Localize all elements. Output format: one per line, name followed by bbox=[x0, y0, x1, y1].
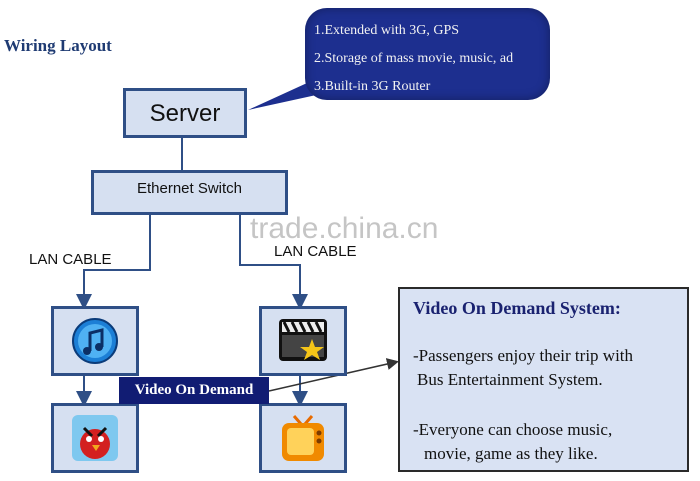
server-label: Server bbox=[149, 100, 221, 127]
left-cable-line bbox=[76, 215, 151, 310]
movie-device-node bbox=[259, 306, 347, 376]
page-title: Wiring Layout bbox=[4, 36, 112, 55]
lan-cable-label-left: LAN CABLE bbox=[29, 251, 112, 268]
feature-bubble: 1.Extended with 3G, GPS 2.Storage of mas… bbox=[305, 8, 550, 100]
ethernet-switch-node: Ethernet Switch bbox=[91, 170, 288, 215]
right-cable-line bbox=[239, 215, 308, 310]
video-on-demand-label: Video On Demand bbox=[119, 377, 269, 404]
info-line-3: -Everyone can choose music, bbox=[413, 420, 613, 439]
music-device-node bbox=[51, 306, 139, 376]
game-device-node bbox=[51, 403, 139, 473]
switch-label: Ethernet Switch bbox=[136, 180, 243, 197]
feature-line-3: 3.Built-in 3G Router bbox=[314, 79, 431, 94]
watermark: trade.china.cn bbox=[250, 212, 439, 245]
info-line-2: Bus Entertainment System. bbox=[417, 370, 603, 389]
music-app-icon bbox=[72, 318, 118, 364]
lan-cable-label-right: LAN CABLE bbox=[274, 243, 357, 260]
tv-app-icon bbox=[282, 415, 324, 461]
movie-app-icon bbox=[279, 319, 327, 361]
feature-line-1: 1.Extended with 3G, GPS bbox=[314, 23, 460, 38]
info-line-1: -Passengers enjoy their trip with bbox=[413, 346, 634, 365]
info-heading: Video On Demand System: bbox=[413, 298, 621, 318]
server-node: Server bbox=[123, 88, 247, 138]
vod-pointer-line bbox=[268, 358, 399, 392]
feature-line-2: 2.Storage of mass movie, music, ad bbox=[314, 51, 514, 66]
vod-info-box: Video On Demand System: -Passengers enjo… bbox=[398, 287, 689, 472]
info-line-4: movie, game as they like. bbox=[424, 444, 598, 463]
game-app-icon bbox=[72, 415, 118, 461]
tv-device-node bbox=[259, 403, 347, 473]
